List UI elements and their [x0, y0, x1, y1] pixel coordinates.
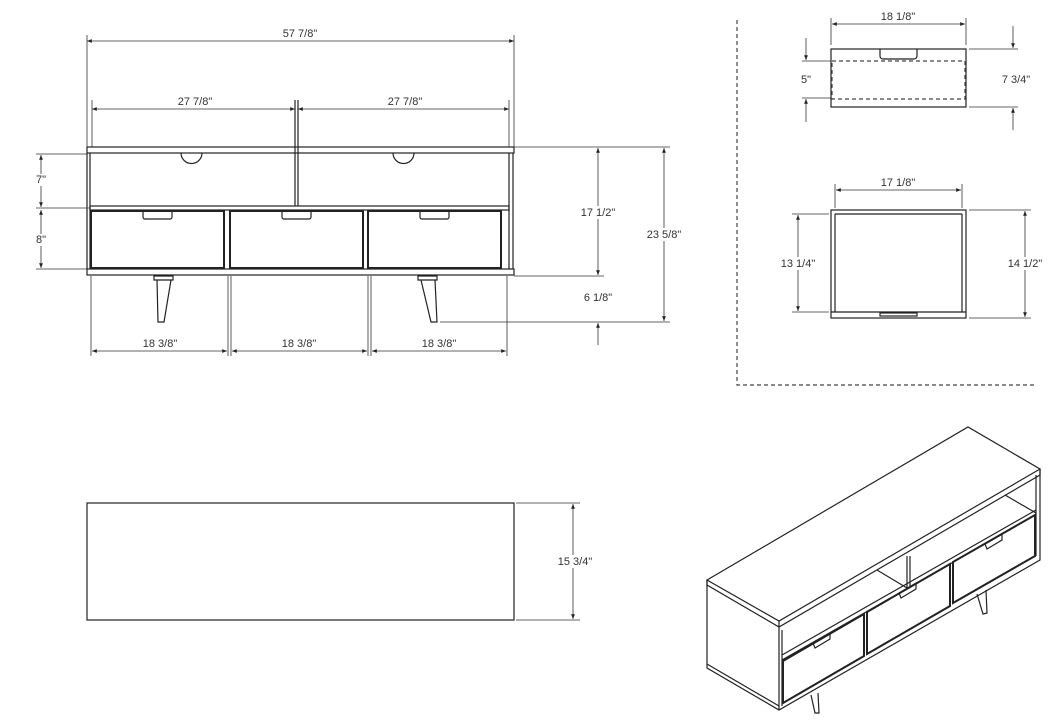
dim-drawer-box-width: 17 1/8"	[881, 177, 916, 189]
drawer-front	[952, 513, 1036, 605]
drawer-front-view	[830, 48, 967, 108]
dim-half-width-left: 27 7/8"	[178, 96, 213, 108]
leg	[810, 692, 820, 714]
dim-drawer-width: 18 3/8"	[282, 338, 317, 350]
leg	[417, 275, 438, 323]
top-view-outline	[86, 502, 515, 621]
drawer-front	[90, 210, 225, 269]
dim-body-height: 17 1/2"	[581, 207, 616, 219]
dim-drawer-box-depth: 13 1/4"	[781, 258, 816, 270]
drawer-detail: 18 1/8" 5" 7 3/4" 17 1/8" 13 1/4" 14 1/2…	[736, 11, 1045, 386]
detail-border	[736, 20, 1035, 386]
leg	[976, 589, 988, 615]
top-board	[86, 146, 515, 154]
isometric-view	[705, 426, 1042, 714]
dim-drawer-front-height: 7 3/4"	[1002, 74, 1030, 86]
dim-shelf-height: 7"	[36, 174, 46, 186]
dim-drawer-inner-height: 5"	[801, 74, 811, 86]
top-view: 15 3/4"	[86, 502, 597, 621]
dim-drawer-width: 18 3/8"	[422, 338, 457, 350]
dim-leg-height: 6 1/8"	[584, 292, 612, 304]
drawer-front	[229, 210, 364, 269]
cutout	[180, 152, 203, 165]
dim-drawer-height: 8"	[36, 234, 46, 246]
drawer-top-view	[830, 209, 967, 319]
cutout	[392, 152, 415, 165]
middle-shelf	[89, 205, 510, 211]
leg	[153, 275, 174, 323]
drawer-front	[367, 210, 502, 269]
dim-overall-width: 57 7/8"	[283, 28, 318, 40]
drawer-front	[866, 562, 951, 656]
dim-drawer-front-width: 18 1/8"	[881, 11, 916, 23]
front-view: 57 7/8" 27 7/8" 27 7/8" 7" 8" 17 1/2" 23…	[33, 28, 686, 356]
dim-half-width-right: 27 7/8"	[388, 96, 423, 108]
dim-total-height: 23 5/8"	[647, 229, 682, 241]
drawer-front	[782, 612, 865, 705]
dim-drawer-width: 18 3/8"	[143, 338, 178, 350]
dim-drawer-total-depth: 14 1/2"	[1008, 258, 1043, 270]
dim-top-depth: 15 3/4"	[558, 556, 593, 568]
bottom-board	[86, 268, 515, 276]
